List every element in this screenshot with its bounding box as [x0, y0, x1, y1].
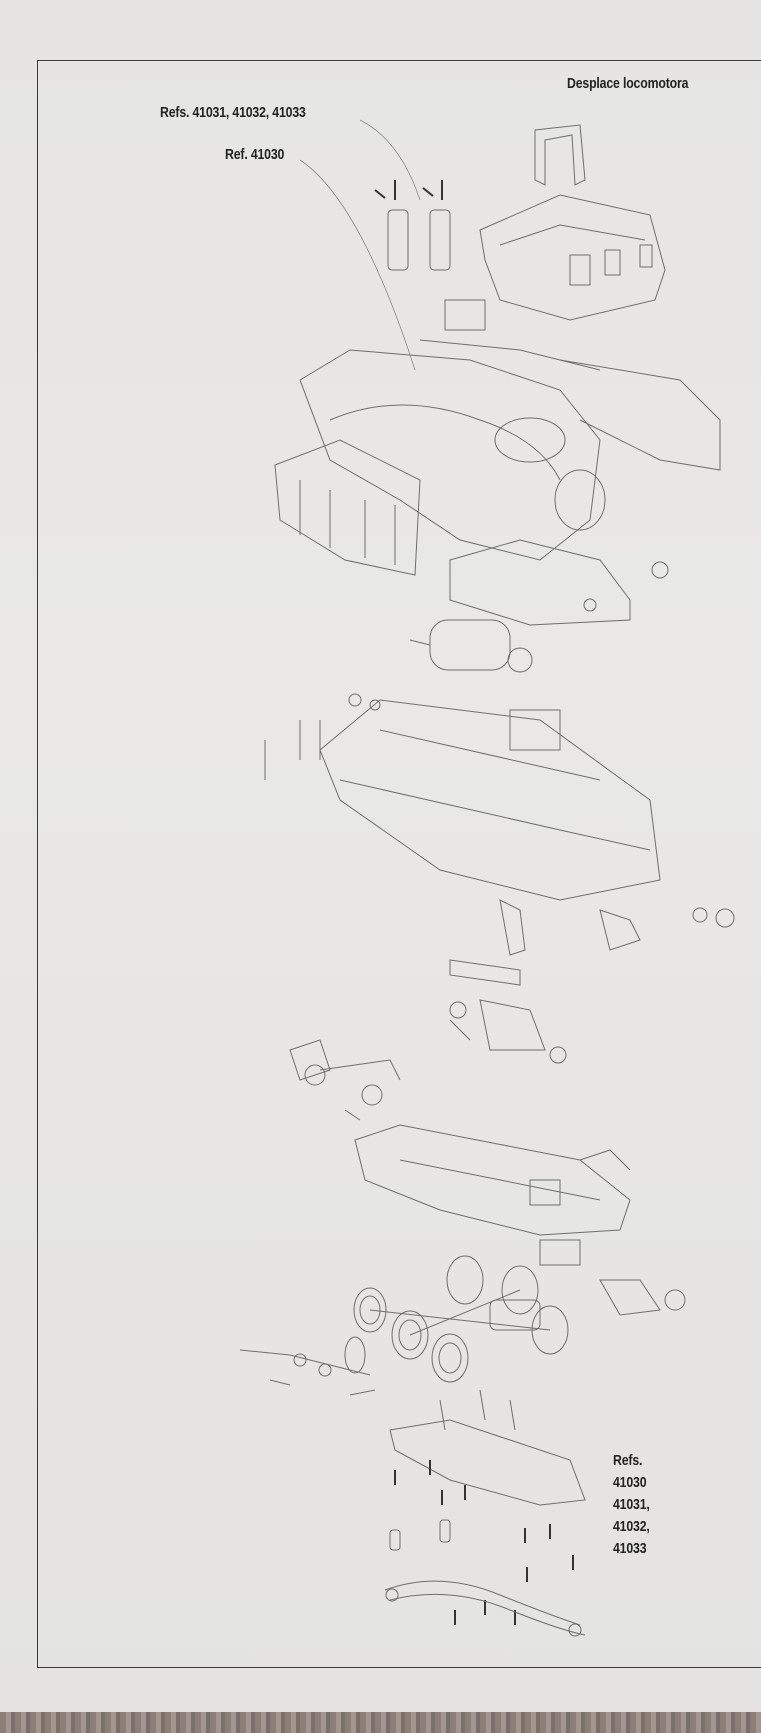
refs-bottom-item: 41031, [613, 1496, 650, 1513]
coupling-rods [239, 1336, 376, 1396]
bushings [389, 1519, 451, 1551]
refs-bottom-item: 41032, [613, 1518, 650, 1535]
lower-chassis-frame [354, 1124, 631, 1236]
top-sleeves [387, 209, 451, 271]
top-screws [374, 180, 443, 200]
base-plate [389, 1389, 586, 1506]
diagram-frame [37, 60, 761, 1668]
locomotive-boiler [299, 299, 721, 561]
upper-chassis-frame [264, 693, 661, 901]
bottom-screws [394, 1460, 574, 1625]
valve-gear [289, 1039, 401, 1121]
gear-block [539, 1239, 686, 1316]
photo-bottom-edge [0, 1712, 761, 1733]
refs-top-label: Refs. 41031, 41032, 41033 [160, 104, 306, 121]
cab-roof-bracket [534, 124, 586, 186]
front-buffer-assembly [449, 539, 669, 626]
motor [409, 619, 533, 673]
page-title: Desplace locomotora [567, 75, 689, 92]
driving-wheels [353, 1255, 569, 1383]
locomotive-cab [479, 194, 666, 321]
refs-bottom-list: Refs. 41030 41031, 41032, 41033 [613, 1450, 650, 1560]
leader-lines [299, 119, 421, 371]
pickup-parts [449, 899, 735, 1064]
refs-bottom-item: 41030 [613, 1474, 647, 1491]
pickup-springs [384, 1580, 586, 1637]
ref-single-label: Ref. 41030 [225, 146, 285, 163]
side-water-tank [274, 439, 421, 576]
refs-bottom-title: Refs. [613, 1452, 643, 1469]
refs-bottom-item: 41033 [613, 1540, 647, 1557]
